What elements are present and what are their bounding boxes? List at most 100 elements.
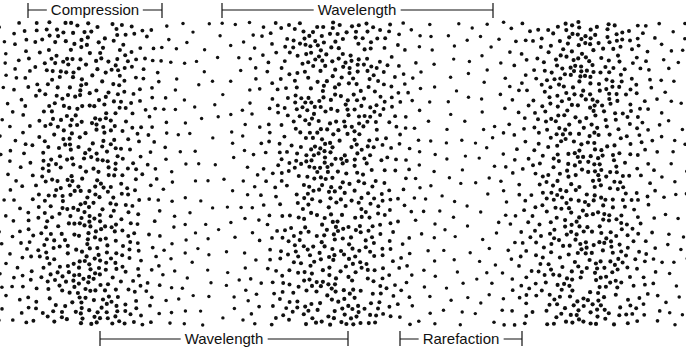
particle <box>314 289 318 293</box>
particle <box>378 232 382 236</box>
particle <box>418 34 422 38</box>
particle <box>353 296 357 300</box>
particle <box>323 109 327 113</box>
particle <box>124 203 128 207</box>
particle <box>546 28 550 32</box>
particle <box>357 57 361 61</box>
particle <box>410 304 414 308</box>
particle <box>637 44 641 48</box>
particle <box>61 60 65 64</box>
particle <box>280 171 284 175</box>
particle <box>408 147 412 151</box>
particle <box>33 65 37 69</box>
particle <box>584 251 588 255</box>
particle <box>513 241 517 245</box>
particle <box>286 113 290 117</box>
particle <box>649 86 653 90</box>
particle <box>72 262 76 266</box>
particle <box>384 136 388 140</box>
particle <box>422 269 426 273</box>
particle <box>35 21 39 25</box>
particle <box>662 195 666 199</box>
particle <box>492 320 496 324</box>
particle <box>397 64 401 68</box>
particle <box>366 144 370 148</box>
particle <box>536 28 540 32</box>
particle <box>389 85 393 89</box>
particle <box>349 235 353 239</box>
particle <box>572 139 576 143</box>
particle <box>673 180 677 184</box>
particle <box>100 306 104 310</box>
particle <box>40 175 44 179</box>
particle <box>511 98 515 102</box>
particle <box>333 93 337 97</box>
particle <box>329 185 333 189</box>
particle <box>545 196 549 200</box>
particle <box>0 230 1 234</box>
particle <box>243 149 247 153</box>
particle <box>556 105 560 109</box>
particle <box>130 204 134 208</box>
particle <box>337 82 341 86</box>
particle <box>24 142 28 146</box>
particle <box>87 262 91 266</box>
particle <box>452 258 455 261</box>
particle <box>285 150 289 154</box>
particle <box>84 82 88 86</box>
particle <box>375 128 379 132</box>
particle <box>229 44 232 47</box>
particle <box>393 75 397 79</box>
particle <box>226 205 229 208</box>
particle <box>539 45 543 49</box>
particle <box>419 70 423 74</box>
particle <box>61 137 65 141</box>
particle <box>596 299 600 303</box>
particle <box>109 300 113 304</box>
particle <box>579 275 583 279</box>
particle <box>576 155 580 159</box>
particle <box>361 124 365 128</box>
particle <box>656 294 660 298</box>
particle <box>287 239 291 243</box>
particle <box>366 229 370 233</box>
particle <box>307 185 311 189</box>
particle <box>45 68 49 72</box>
particle <box>83 296 87 300</box>
particle <box>77 66 81 70</box>
particle <box>368 115 372 119</box>
particle <box>325 127 329 131</box>
particle <box>406 91 410 95</box>
particle <box>92 298 96 302</box>
particle <box>310 272 314 276</box>
particle <box>517 111 521 115</box>
particle <box>41 159 45 163</box>
particle <box>503 107 507 111</box>
particle <box>190 260 193 263</box>
particle <box>351 322 355 326</box>
particle <box>49 158 53 162</box>
particle <box>679 248 683 252</box>
particle <box>389 146 393 150</box>
particle <box>674 193 678 197</box>
particle <box>635 191 639 195</box>
particle <box>541 174 545 178</box>
particle <box>103 36 107 40</box>
particle <box>375 37 379 41</box>
particle <box>355 171 359 175</box>
particle <box>320 34 324 38</box>
particle <box>34 306 38 310</box>
particle <box>324 177 328 181</box>
particle <box>241 108 245 112</box>
particle <box>351 76 355 80</box>
particle <box>566 152 570 156</box>
particle <box>374 314 378 318</box>
particle <box>278 257 282 261</box>
particle <box>549 250 553 254</box>
particle <box>664 213 668 217</box>
particle <box>605 144 609 148</box>
particle <box>98 219 102 223</box>
particle <box>485 22 488 25</box>
particle <box>200 117 203 120</box>
particle <box>625 266 629 270</box>
